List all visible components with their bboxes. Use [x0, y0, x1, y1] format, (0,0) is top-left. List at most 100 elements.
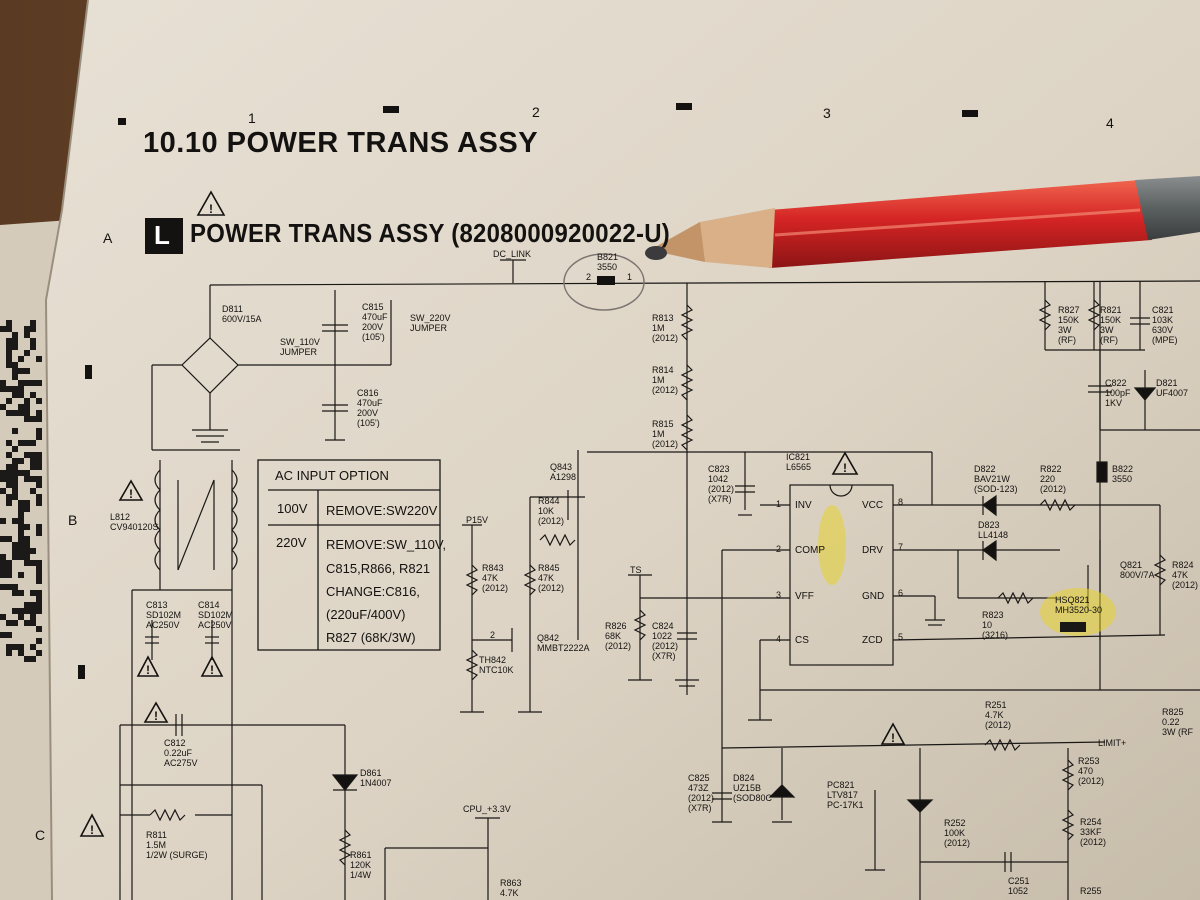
qr-module: [36, 482, 42, 488]
qr-module: [30, 458, 36, 464]
qr-module: [24, 524, 30, 530]
qr-module: [6, 386, 12, 392]
qr-module: [18, 368, 24, 374]
qr-module: [30, 440, 36, 446]
qr-module: [12, 488, 18, 494]
qr-module: [6, 338, 12, 344]
ic-pin-number: 5: [898, 632, 904, 642]
qr-module: [24, 326, 30, 332]
qr-module: [24, 470, 30, 476]
qr-module: [36, 602, 42, 608]
qr-module: [6, 464, 12, 470]
column-marker: 1: [248, 110, 256, 126]
qr-module: [36, 398, 42, 404]
table-cell: CHANGE:C816,: [326, 584, 420, 599]
qr-module: [18, 410, 24, 416]
qr-module: [6, 560, 12, 566]
table-voltage: 100V: [277, 501, 308, 516]
section-badge-letter: L: [154, 220, 170, 250]
qr-module: [36, 524, 42, 530]
label-limit: LIMIT+: [1098, 738, 1127, 748]
qr-module: [30, 656, 36, 662]
qr-module: [18, 644, 24, 650]
tick-mark: [118, 118, 126, 125]
qr-module: [36, 608, 42, 614]
qr-module: [24, 350, 30, 356]
row-marker: B: [68, 512, 78, 528]
qr-module: [0, 476, 6, 482]
tick-mark: [962, 110, 978, 117]
qr-module: [18, 506, 24, 512]
qr-module: [24, 506, 30, 512]
qr-module: [0, 572, 6, 578]
qr-module: [24, 398, 30, 404]
svg-text:!: !: [843, 461, 847, 475]
qr-module: [24, 560, 30, 566]
qr-module: [6, 440, 12, 446]
qr-module: [30, 608, 36, 614]
tick-mark: [383, 106, 399, 113]
qr-module: [6, 356, 12, 362]
qr-module: [0, 584, 6, 590]
qr-module: [18, 500, 24, 506]
qr-module: [6, 398, 12, 404]
qr-module: [12, 344, 18, 350]
qr-module: [30, 548, 36, 554]
svg-text:!: !: [209, 202, 213, 216]
qr-module: [6, 494, 12, 500]
qr-module: [0, 536, 6, 542]
qr-module: [12, 410, 18, 416]
svg-text:!: !: [891, 731, 895, 745]
qr-module: [12, 620, 18, 626]
qr-module: [12, 332, 18, 338]
qr-module: [6, 584, 12, 590]
qr-module: [18, 530, 24, 536]
qr-module: [12, 584, 18, 590]
table-cell: C815,R866, R821: [326, 561, 431, 576]
label-dc-link: DC_LINK: [493, 249, 532, 259]
table-cell: REMOVE:SW_110V,: [326, 537, 446, 552]
qr-module: [0, 518, 6, 524]
qr-module: [36, 596, 42, 602]
qr-module: [30, 488, 36, 494]
qr-module: [24, 536, 30, 542]
ic-pin-number: 1: [776, 499, 782, 509]
section-title: 10.10 POWER TRANS ASSY: [143, 127, 539, 159]
qr-module: [18, 572, 24, 578]
heatsink-mark: [1060, 622, 1086, 632]
ic-pin-name: VFF: [795, 591, 814, 602]
qr-module: [30, 614, 36, 620]
qr-module: [18, 524, 24, 530]
column-marker: 3: [823, 105, 831, 121]
qr-module: [18, 542, 24, 548]
qr-module: [12, 518, 18, 524]
table-title: AC INPUT OPTION: [275, 468, 389, 483]
qr-module: [18, 518, 24, 524]
qr-module: [12, 494, 18, 500]
qr-module: [18, 380, 24, 386]
qr-module: [6, 476, 12, 482]
qr-module: [18, 650, 24, 656]
qr-module: [30, 320, 36, 326]
ic-pin-name: GND: [862, 591, 885, 602]
row-marker: C: [35, 827, 46, 843]
qr-module: [36, 572, 42, 578]
highlight-mark: [1040, 588, 1116, 636]
